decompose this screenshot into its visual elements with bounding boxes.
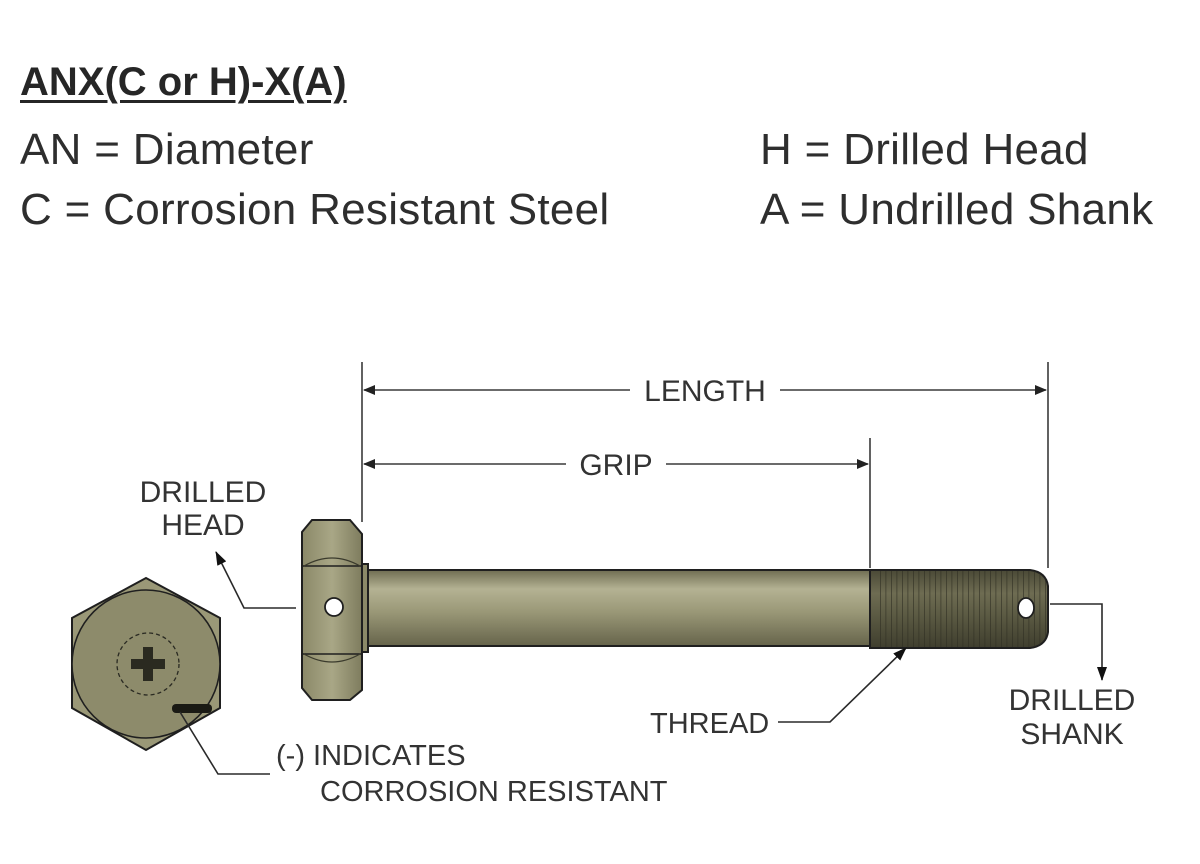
- grip-dimension: GRIP: [363, 449, 869, 482]
- drilled-head-hole: [324, 597, 344, 617]
- drilled-shank-callout: DRILLED SHANK: [1009, 603, 1136, 751]
- length-dimension: LENGTH: [363, 375, 1047, 408]
- dash-mark-icon: [172, 704, 212, 713]
- legend-corrosion-resistant: C = Corrosion Resistant Steel: [20, 185, 610, 234]
- drilled-shank-label-line1: DRILLED: [1009, 684, 1136, 717]
- grip-label: GRIP: [579, 449, 652, 482]
- hex-head-with-phillips-recess-icon: [71, 576, 221, 752]
- drilled-head-label-line1: DRILLED: [140, 476, 267, 509]
- drilled-head-callout: DRILLED HEAD: [140, 476, 296, 609]
- corrosion-note-callout: (-) INDICATES CORROSION RESISTANT: [179, 711, 668, 808]
- length-label: LENGTH: [644, 375, 766, 408]
- part-number-title: ANX(C or H)-X(A): [20, 60, 347, 104]
- bolt-shank: [365, 569, 873, 647]
- drilled-head-label-line2: HEAD: [161, 509, 244, 542]
- legend-diameter: AN = Diameter: [20, 125, 314, 174]
- drilled-shank-hole: [1017, 597, 1035, 619]
- legend-drilled-head: H = Drilled Head: [760, 125, 1089, 174]
- extension-lines: [361, 362, 1049, 568]
- bolt-side-view: [301, 519, 1049, 701]
- corrosion-note-line2: CORROSION RESISTANT: [320, 776, 668, 808]
- drilled-shank-label-line2: SHANK: [1020, 718, 1123, 751]
- thread-callout: THREAD: [650, 647, 907, 740]
- corrosion-note-line1: (-) INDICATES: [276, 740, 466, 772]
- thread-label: THREAD: [650, 708, 769, 740]
- legend-undrilled-shank: A = Undrilled Shank: [760, 185, 1154, 234]
